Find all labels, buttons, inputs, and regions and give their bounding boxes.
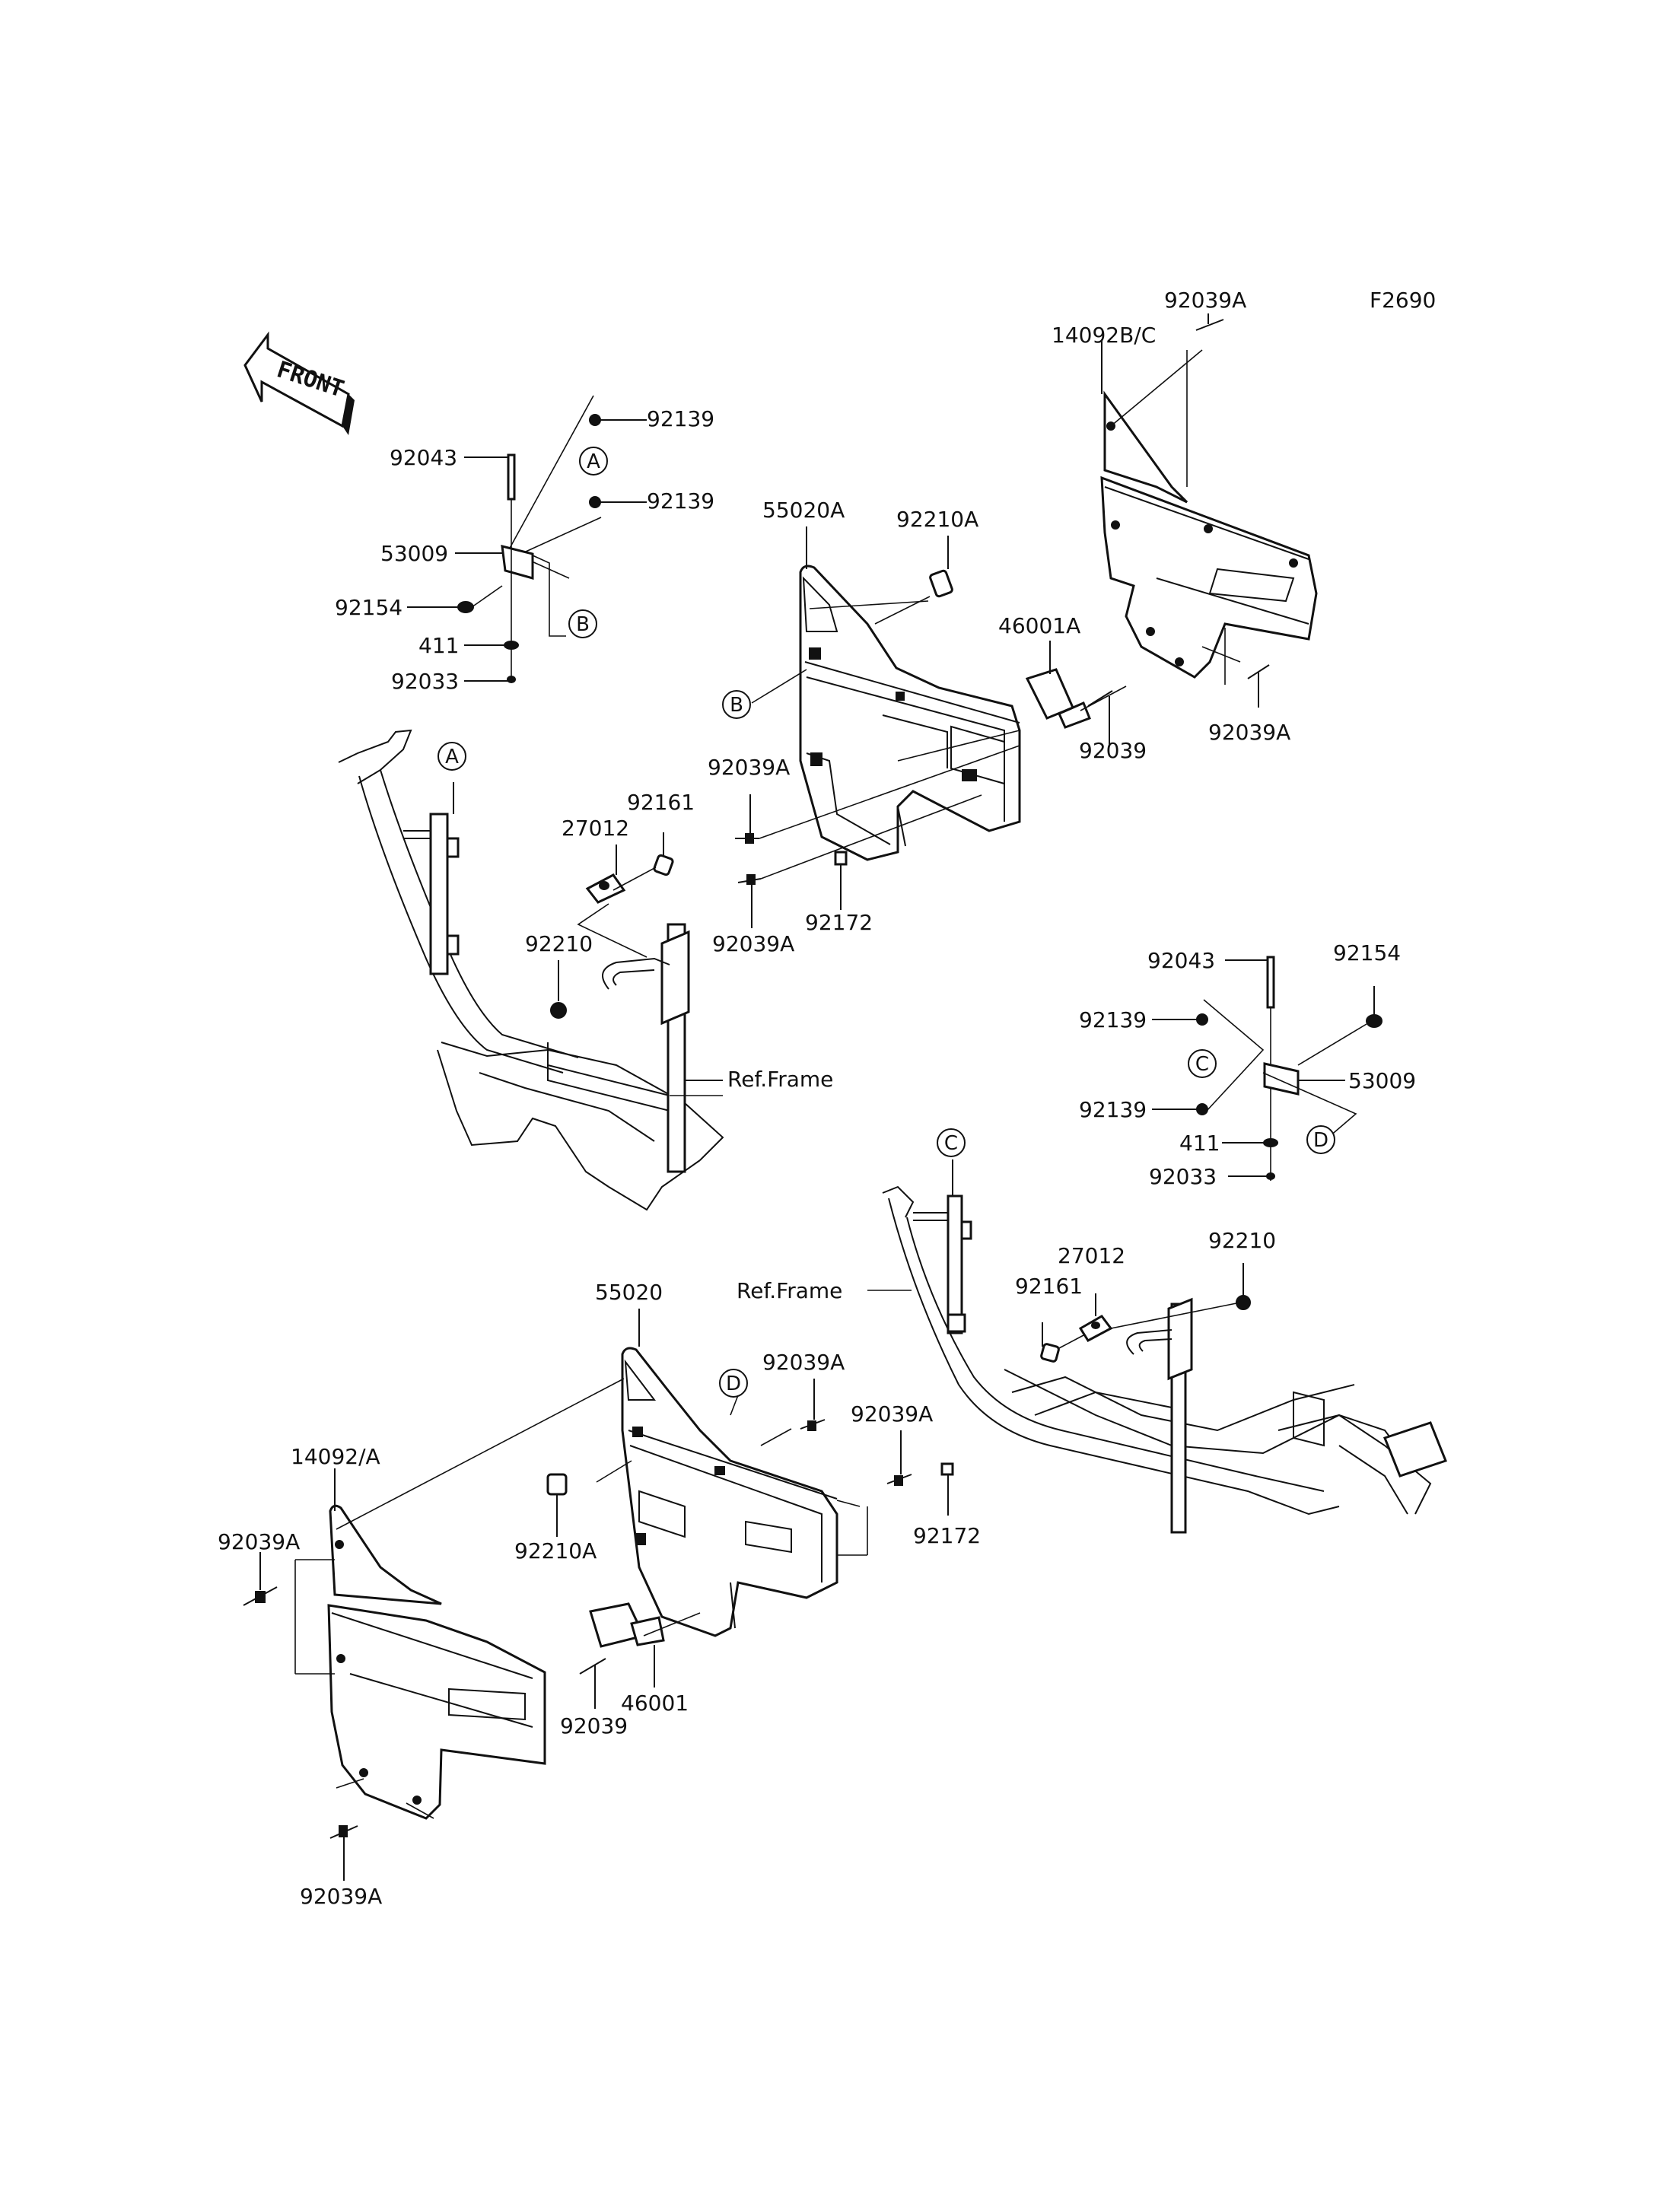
svg-text:C: C [1195,1053,1209,1076]
label-411-right: 411 [1179,1131,1220,1156]
svg-text:D: D [726,1373,741,1395]
label-92210-left: 92210 [525,931,593,956]
label-92039A-upper-b: 92039A [712,931,794,956]
label-14092A: 14092/A [291,1444,380,1469]
label-92039-lower: 92039 [560,1713,628,1738]
callout-d-door: D [719,1369,748,1398]
front-arrow-icon: FRONT [243,331,355,435]
ref-frame-left: Ref.Frame [727,1067,833,1092]
label-92154-right: 92154 [1333,940,1401,965]
label-92033-right: 92033 [1149,1164,1217,1189]
label-55020A: 55020A [762,498,845,523]
label-92039A-lower-bottom: 92039A [300,1884,382,1909]
right-hinge-cluster [1152,956,1382,1181]
left-hinge-cluster [407,395,647,683]
label-92172-lower: 92172 [913,1523,981,1548]
label-92139-mid: 92139 [647,488,714,514]
label-46001A: 46001A [998,613,1080,638]
ref-frame-right: Ref.Frame [737,1278,842,1303]
lower-panel-14092A [243,1378,625,1881]
label-27012-right: 27012 [1058,1243,1125,1268]
label-53009-left: 53009 [380,541,448,566]
svg-text:C: C [944,1132,958,1155]
figure-code: F2690 [1370,288,1436,313]
label-92210A-lower: 92210A [514,1538,597,1563]
svg-text:A: A [587,450,600,473]
label-92161-left: 92161 [627,790,695,815]
upper-handle-46001A [1025,641,1127,746]
callout-b-left: B [568,609,597,638]
label-92039A-panel-top: 92039A [1164,288,1246,313]
svg-text:A: A [445,746,459,768]
label-92210-right: 92210 [1208,1228,1276,1253]
upper-panel-14092BC [1100,313,1318,708]
callout-b-door: B [722,690,751,719]
callout-c-frame: C [937,1128,966,1157]
lower-handle-46001 [579,1602,701,1709]
lower-door-fasteners [546,1379,954,1537]
label-92172-upper: 92172 [805,910,873,935]
label-92039A-panel-bottom: 92039A [1208,720,1290,745]
label-92043-right: 92043 [1147,948,1215,973]
label-92154-left: 92154 [335,595,402,620]
label-92033-left: 92033 [391,669,459,694]
svg-text:B: B [576,613,590,636]
label-411-left: 411 [418,633,459,658]
callout-c-top: C [1188,1049,1217,1078]
label-92161-right: 92161 [1015,1274,1083,1299]
right-frame [867,1159,1447,1534]
callout-a-frame: A [438,742,466,771]
label-92139-right-a: 92139 [1079,1007,1147,1032]
label-92210A-upper: 92210A [896,507,978,532]
label-55020: 55020 [595,1280,663,1305]
left-frame [338,729,724,1211]
label-92039-upper: 92039 [1079,738,1147,763]
label-92039A-lower-a: 92039A [762,1350,845,1375]
callout-a-top: A [579,447,608,476]
label-14092BC: 14092B/C [1052,323,1156,348]
label-92139-top: 92139 [647,406,714,431]
left-latch-small-parts [550,832,674,1019]
label-92043-left: 92043 [390,445,457,470]
label-92139-right-b: 92139 [1079,1097,1147,1122]
upper-door-rivets [735,794,848,928]
label-27012-left: 27012 [562,816,629,841]
label-53009-right: 53009 [1348,1068,1416,1093]
label-92039A-lower-b: 92039A [851,1401,933,1427]
svg-text:B: B [730,694,743,717]
right-latch-small-parts [1040,1263,1251,1363]
lower-door [596,1309,868,1637]
callout-d-right: D [1306,1125,1335,1154]
upper-door [759,565,1021,880]
svg-text:D: D [1313,1129,1328,1152]
label-46001: 46001 [621,1691,689,1716]
label-92039A-upper-a: 92039A [708,755,790,780]
upper-92210A-clip [874,536,953,625]
label-92039A-lower-side: 92039A [218,1529,300,1554]
